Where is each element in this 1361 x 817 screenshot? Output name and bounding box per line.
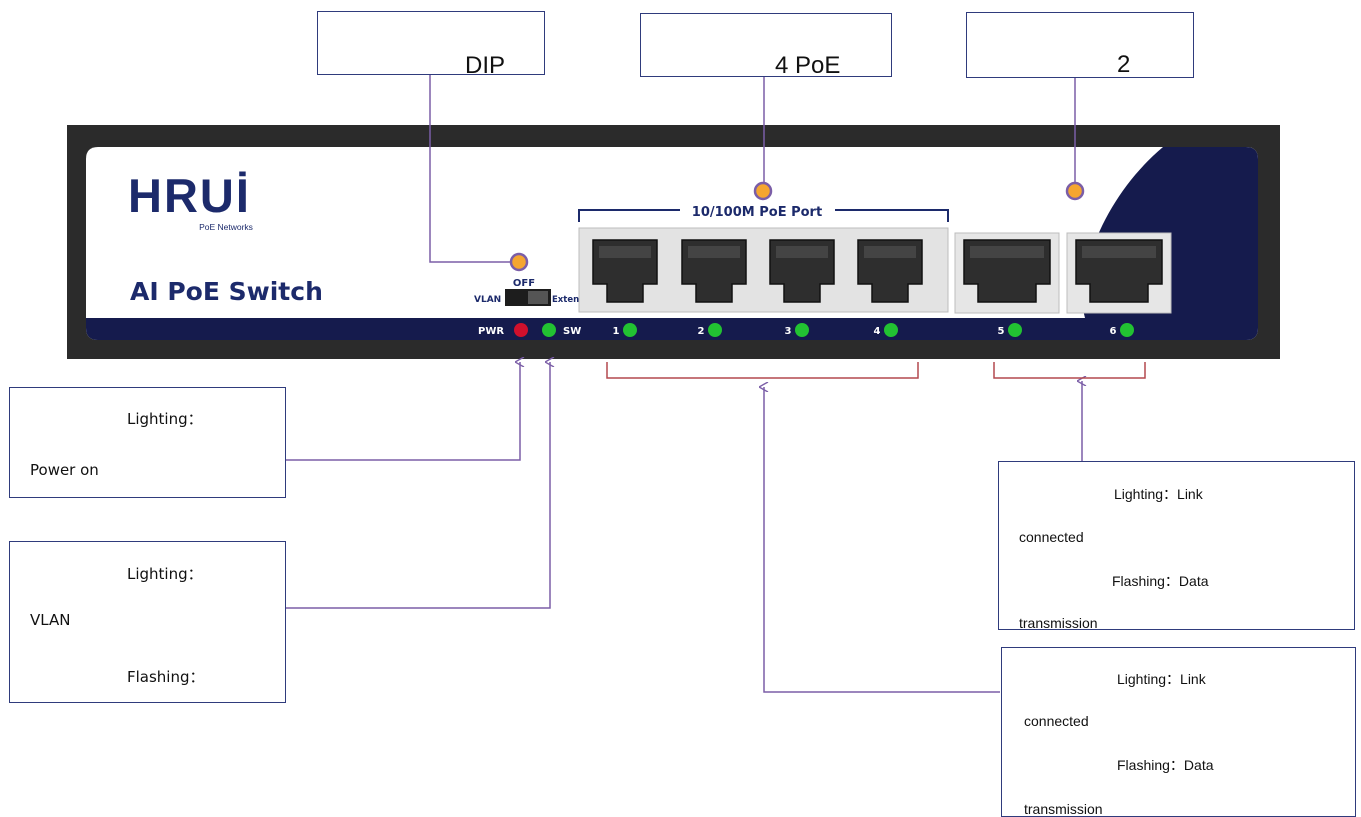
rj45-port-6[interactable] [1066, 232, 1172, 314]
dip-hotspot[interactable] [509, 252, 529, 272]
poe-hotspot[interactable] [753, 181, 773, 201]
port-led-5 [1008, 323, 1022, 337]
poe-led-line4: transmission [1024, 801, 1103, 817]
brand-logo: HRUİ [128, 169, 251, 222]
poe-led-line3: Flashing：Data [1117, 757, 1214, 773]
dip-right-label: Extend [552, 295, 585, 305]
uplink-hotspot[interactable] [1065, 181, 1085, 201]
rj45-port-3[interactable] [769, 239, 835, 303]
port-number-1: 1 [613, 326, 620, 337]
port-led-1 [623, 323, 637, 337]
pwr-led [514, 323, 528, 337]
port-number-2: 2 [698, 326, 705, 337]
port-number-6: 6 [1110, 326, 1117, 337]
pwr-callout-line2: Power on [30, 461, 99, 479]
dip-state-label: OFF [513, 278, 535, 289]
poe-led-callout: Lighting：Link connected Flashing：Data tr… [1001, 647, 1356, 817]
port-number-5: 5 [998, 326, 1005, 337]
dip-callout-title: DIP [465, 52, 506, 75]
dip-switch-slider [528, 291, 548, 304]
led-pwr-label: PWR [478, 326, 504, 337]
led-sw-label: SW [563, 326, 581, 337]
poe-led-line2: connected [1024, 713, 1089, 729]
uplink-led-line3: Flashing：Data [1112, 573, 1209, 589]
port-number-3: 3 [785, 326, 792, 337]
poe-callout-title: 4 PoE [775, 52, 841, 77]
rj45-port-1[interactable] [592, 239, 658, 303]
uplink-led-line4: transmission [1019, 615, 1098, 630]
poe-port-bracket [578, 209, 949, 222]
port-led-4 [884, 323, 898, 337]
uplink-callout-title: 2 [1117, 51, 1131, 78]
uplink-led-callout: Lighting：Link connected Flashing：Data tr… [998, 461, 1355, 630]
poe-callout: 4 PoE [640, 13, 892, 77]
pwr-callout-line1: Lighting： [127, 410, 203, 428]
sw-callout-line2: VLAN [30, 611, 71, 629]
sw-callout-line3: Flashing： [127, 668, 205, 686]
brand-tagline: PoE Networks [199, 222, 253, 232]
dip-callout: DIP [317, 11, 545, 75]
uplink-callout: 2 [966, 12, 1194, 78]
pwr-led-callout: Lighting： Power on [9, 387, 286, 498]
uplink-led-line2: connected [1019, 529, 1084, 545]
poe-led-line1: Lighting：Link [1117, 671, 1206, 687]
model-name: AI PoE Switch [130, 277, 323, 306]
rj45-port-5[interactable] [954, 232, 1060, 314]
port-led-6 [1120, 323, 1134, 337]
rj45-port-4[interactable] [857, 239, 923, 303]
port-led-2 [708, 323, 722, 337]
uplink-led-line1: Lighting：Link [1114, 486, 1203, 502]
sw-callout-line1: Lighting： [127, 565, 203, 583]
led-strip [86, 318, 1258, 340]
rj45-port-2[interactable] [681, 239, 747, 303]
sw-led [542, 323, 556, 337]
port-led-3 [795, 323, 809, 337]
port-number-4: 4 [874, 326, 881, 337]
dip-left-label: VLAN [474, 295, 501, 305]
poe-group-label: 10/100M PoE Port [692, 205, 822, 220]
sw-led-callout: Lighting： VLAN Flashing： [9, 541, 286, 703]
